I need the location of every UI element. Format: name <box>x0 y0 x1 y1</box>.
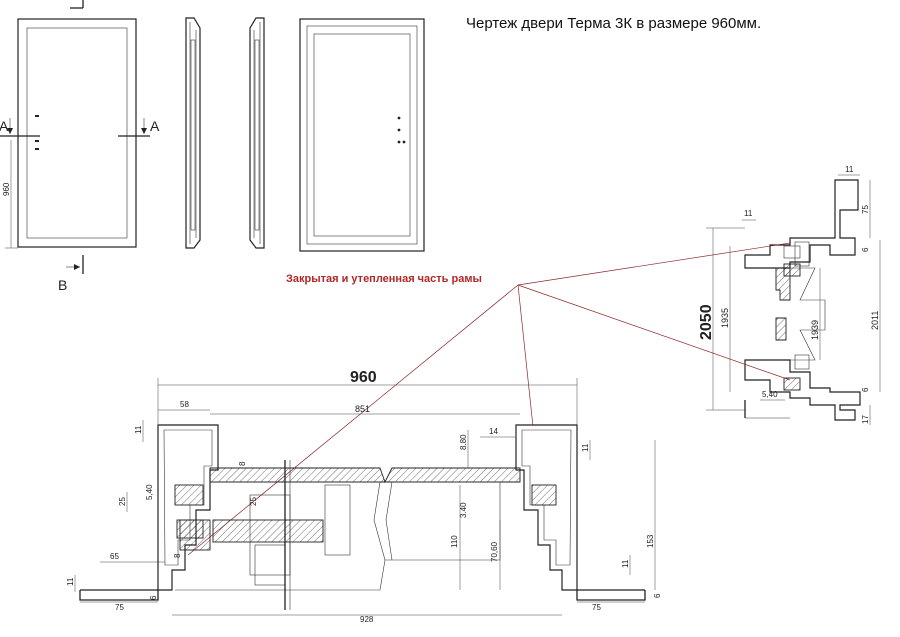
vsec-dim-2011: 2011 <box>870 311 880 330</box>
hsec-dim-153: 153 <box>646 534 655 548</box>
hsec-dim-11-bot-left: 11 <box>66 577 75 586</box>
hsec-dim-6-left: 6 <box>149 595 158 600</box>
vsec-dim-top-75: 75 <box>861 205 870 214</box>
hsec-dim-7060: 70,60 <box>490 541 499 562</box>
horizontal-section: 960 851 58 928 75 75 65 11 11 11 11 25 2… <box>66 369 662 624</box>
vsec-dim-top-left-11: 11 <box>744 209 753 218</box>
vsec-dim-1935: 1935 <box>720 308 730 328</box>
hsec-dim-928: 928 <box>360 615 374 624</box>
door-elevation-front: A A B 960 <box>0 0 160 293</box>
annotation-insulated-frame: Закрытая и утепленная часть рамы <box>286 273 482 285</box>
hsec-dim-14: 14 <box>489 427 498 436</box>
hsec-dim-58: 58 <box>180 400 189 409</box>
elevation-height-dim: 960 <box>2 182 11 196</box>
hsec-dim-75-left: 75 <box>115 603 124 612</box>
hsec-dim-65: 65 <box>110 552 119 561</box>
vsec-overall-height: 2050 <box>698 304 715 340</box>
hsec-dim-75-right: 75 <box>592 603 601 612</box>
vsec-dim-1939: 1939 <box>810 320 820 340</box>
vsec-dim-top-6: 6 <box>861 247 870 252</box>
hsec-dim-11-bot-right: 11 <box>621 559 630 568</box>
vsec-dim-bottom-6: 6 <box>861 387 870 392</box>
hsec-dim-340: 3.40 <box>459 502 468 518</box>
hsec-dim-880: 8.80 <box>459 434 468 450</box>
vsec-dim-bottom-17: 17 <box>861 415 870 424</box>
hsec-dim-540: 5,40 <box>145 484 154 500</box>
hsec-dim-11-top-right: 11 <box>581 443 590 452</box>
vertical-section: 2050 1935 1939 2011 11 75 6 11 6 5,40 17 <box>698 165 881 425</box>
vsec-dim-top-11: 11 <box>845 165 854 174</box>
hsec-dim-110: 110 <box>450 535 459 548</box>
hsec-dim-11-top-left: 11 <box>134 425 143 434</box>
annotation-leader-lines <box>187 242 791 556</box>
section-mark-a-right: A <box>150 118 160 134</box>
door-elevation-rear <box>299 18 425 252</box>
hsec-dim-8-bot: 8 <box>173 553 182 558</box>
door-side-view-right <box>249 17 265 249</box>
hsec-dim-851: 851 <box>355 404 370 414</box>
hsec-dim-8-top: 8 <box>238 461 247 466</box>
drawing-title: Чертеж двери Терма 3К в размере 960мм. <box>466 15 762 32</box>
hsec-dim-25-inner: 25 <box>249 497 258 506</box>
section-mark-a-left: A <box>0 118 9 134</box>
hsec-overall-width: 960 <box>350 369 377 386</box>
door-side-view-left <box>185 17 201 249</box>
section-mark-b: B <box>58 277 67 293</box>
hsec-dim-6-right: 6 <box>653 593 662 598</box>
vsec-dim-bottom-540: 5,40 <box>762 390 778 399</box>
hsec-dim-25-left: 25 <box>118 497 127 506</box>
